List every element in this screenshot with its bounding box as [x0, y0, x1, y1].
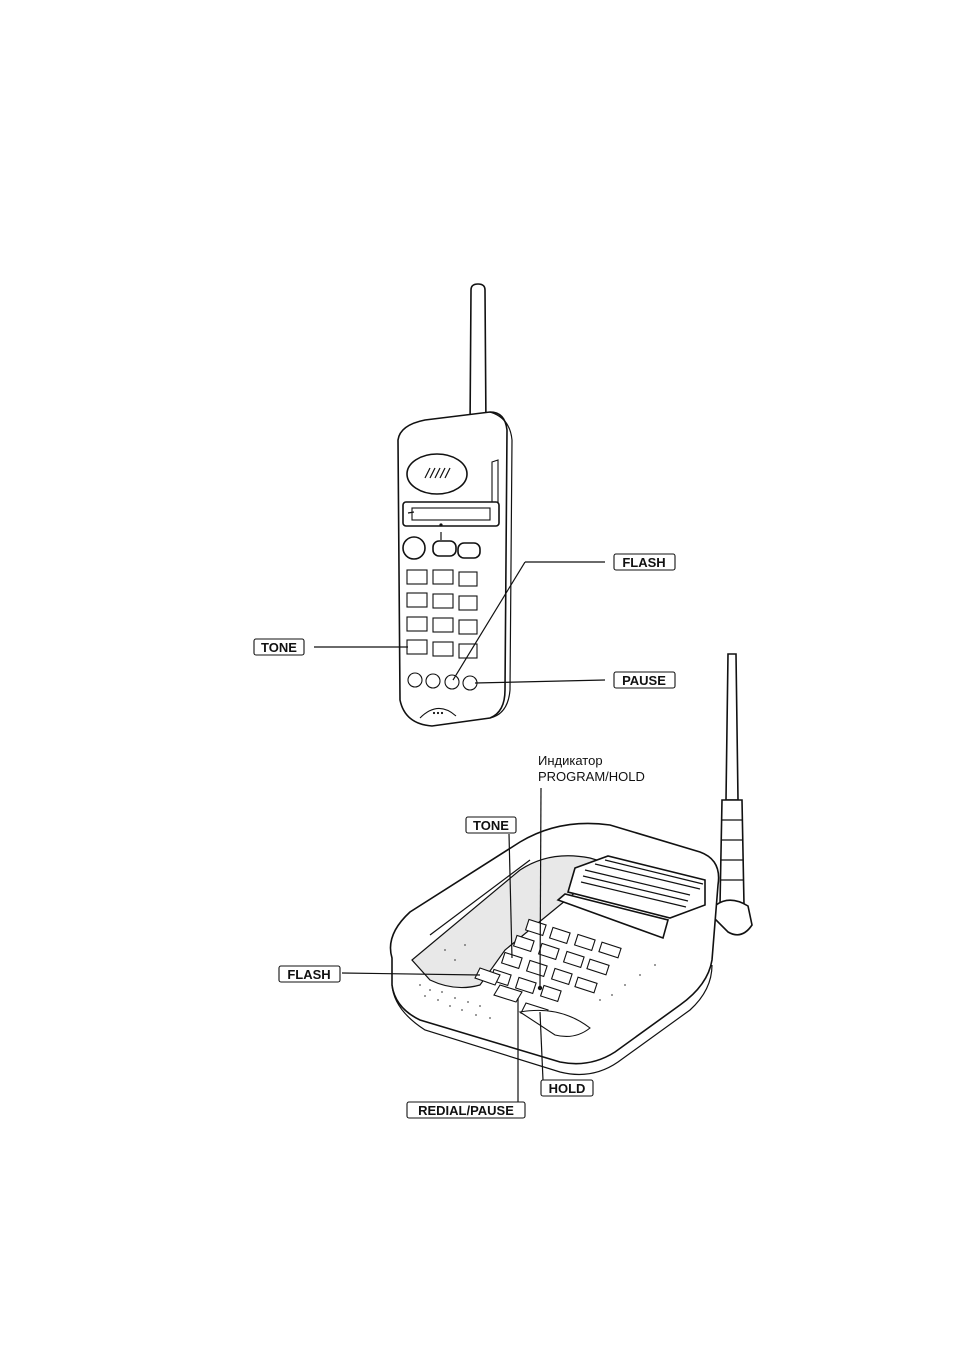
base-redial-pause-label: REDIAL/PAUSE [407, 1102, 525, 1118]
handset-pause-key [463, 676, 477, 690]
handset-flash-key [445, 675, 459, 689]
base-indicator-caption-line1: Индикатор [538, 753, 603, 768]
handset-talk-button [403, 537, 425, 559]
handset-function-button-left [433, 541, 456, 556]
handset-tone-label: TONE [254, 639, 304, 655]
handset-tone-key [407, 640, 427, 654]
handset-illustration [398, 284, 512, 726]
handset-antenna [470, 284, 486, 430]
handset-flash-label: FLASH [614, 554, 675, 570]
svg-text:REDIAL/PAUSE: REDIAL/PAUSE [418, 1103, 514, 1118]
svg-text:PAUSE: PAUSE [622, 673, 666, 688]
base-antenna [726, 654, 738, 800]
base-indicator-caption-line2: PROGRAM/HOLD [538, 769, 645, 784]
base-hold-label: HOLD [541, 1080, 593, 1096]
svg-text:TONE: TONE [473, 818, 509, 833]
handset-pause-label: PAUSE [614, 672, 675, 688]
svg-text:HOLD: HOLD [549, 1081, 586, 1096]
base-program-hold-indicator [538, 986, 542, 990]
svg-text:TONE: TONE [261, 640, 297, 655]
handset-function-button-right [458, 543, 480, 558]
base-flash-label: FLASH [279, 966, 340, 982]
base-tone-label: TONE [466, 817, 516, 833]
svg-text:FLASH: FLASH [622, 555, 665, 570]
svg-text:FLASH: FLASH [287, 967, 330, 982]
